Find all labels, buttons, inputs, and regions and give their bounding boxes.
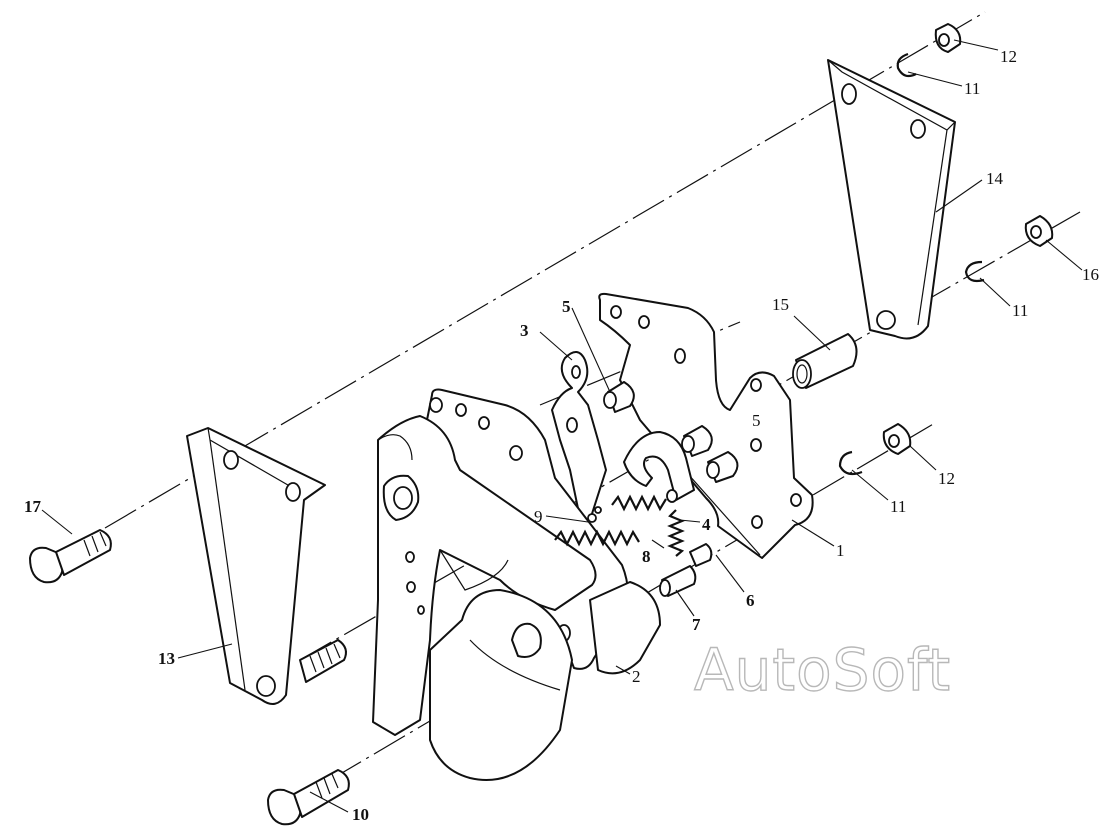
nuts-12-16 [882,23,1054,455]
callout-15: 15 [772,295,789,314]
rings-11 [838,52,985,476]
pin-9 [587,506,602,523]
callout-11-mid: 11 [1012,301,1028,320]
bolt-7 [659,565,697,597]
sleeve-15 [792,333,858,389]
callout-14: 14 [986,169,1004,188]
callout-11-top: 11 [964,79,980,98]
callout-9: 9 [534,507,543,526]
rollers-5 [603,381,739,483]
main-plate-1 [598,292,814,559]
callout-10: 10 [352,805,369,824]
callout-11-low: 11 [890,497,906,516]
bolt-17 [29,529,112,584]
callout-2: 2 [632,667,641,686]
callout-13: 13 [158,649,175,668]
callout-6: 6 [746,591,755,610]
bolt-10 [267,769,350,826]
pedal-housing [372,415,597,781]
callout-5-left: 5 [562,297,571,316]
callout-16: 16 [1082,265,1099,284]
callout-1: 1 [836,541,845,560]
callout-12-low: 12 [938,469,955,488]
callout-12-top: 12 [1000,47,1017,66]
bracket-right-14 [827,59,956,340]
callout-4: 4 [702,515,711,534]
pin-6 [689,543,713,567]
callout-labels: 12 11 14 16 11 15 5 12 11 1 6 7 4 8 3 5 … [24,47,1099,824]
callout-17: 17 [24,497,42,516]
bracket-left-13 [186,427,326,705]
springs-8 [554,494,685,557]
stud-bolt [299,639,347,683]
callout-5-right: 5 [752,411,761,430]
callout-7: 7 [692,615,701,634]
callout-8: 8 [642,547,651,566]
callout-3: 3 [520,321,529,340]
hook-4 [623,431,695,503]
leader-lines [41,39,1083,813]
watermark-text: AutoSoft [694,636,951,704]
